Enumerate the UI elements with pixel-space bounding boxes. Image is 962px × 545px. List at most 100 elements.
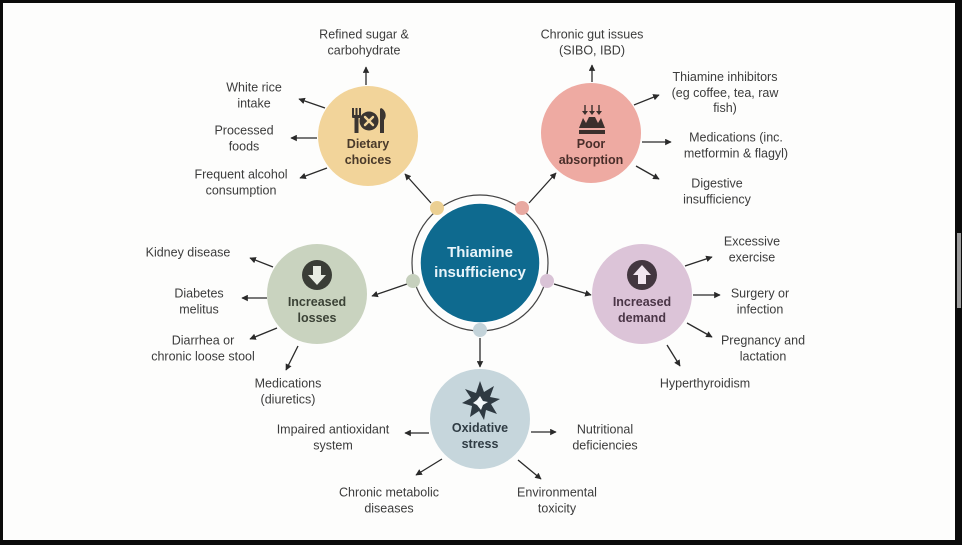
cause-diabetes: Diabetes melitus — [174, 287, 223, 318]
cause-line: Excessive — [723, 234, 781, 249]
arrow-environmental — [517, 459, 542, 480]
arrow-metabolic — [415, 458, 443, 476]
cause-line: Processed — [214, 123, 274, 138]
cause-line: Chronic metabolic — [338, 485, 440, 500]
node-circle-oxidative — [430, 369, 530, 469]
arrow-digestive — [635, 165, 660, 180]
arrow-hyperthyroidism — [666, 344, 681, 367]
starburst-icon — [462, 381, 500, 420]
cause-gut-issues: Chronic gut issues (SIBO, IBD) — [541, 28, 644, 59]
cause-digestive: Digestive insufficiency — [683, 177, 751, 208]
scrollbar[interactable] — [957, 233, 961, 308]
cause-line: deficiencies — [572, 438, 638, 452]
cause-environmental: Environmental toxicity — [517, 486, 597, 517]
node-title-line2: stress — [461, 436, 499, 451]
node-circle-demand — [592, 244, 692, 344]
cause-line: Kidney disease — [145, 245, 231, 260]
node-title-dietary: Dietary choices — [345, 137, 392, 168]
cause-line: Chronic gut issues — [540, 27, 644, 42]
node-title-line1: Dietary — [346, 137, 390, 151]
cause-line: exercise — [728, 250, 776, 264]
node-circle-losses — [267, 244, 367, 344]
cause-pregnancy: Pregnancy and lactation — [721, 334, 805, 365]
cause-diarrhea: Diarrhea or chronic loose stool — [151, 334, 255, 365]
node-title-line1: Oxidative — [451, 421, 509, 435]
cause-antioxidant: Impaired antioxidant system — [277, 423, 390, 454]
cause-line: (diuretics) — [260, 392, 316, 406]
arrow-diarrhea — [249, 327, 278, 340]
cause-line: Thiamine inhibitors — [672, 69, 778, 84]
cause-line: chronic loose stool — [151, 349, 255, 363]
plate-cutlery-icon — [352, 108, 386, 133]
cause-line: Digestive — [691, 176, 743, 191]
center-title-line2: insufficiency — [434, 264, 526, 281]
cause-line: system — [313, 438, 353, 452]
cause-nutritional: Nutritional deficiencies — [572, 423, 637, 454]
arrow-down-icon — [302, 260, 332, 290]
node-title-losses: Increased losses — [288, 295, 346, 326]
cause-exercise: Excessive exercise — [724, 235, 780, 266]
center-connectors — [371, 172, 592, 368]
cause-line: consumption — [205, 183, 277, 197]
node-title-line2: choices — [344, 152, 392, 167]
arrow-inhibitors — [633, 94, 660, 106]
node-title-demand: Increased demand — [613, 295, 671, 326]
node-title-line2: absorption — [558, 152, 624, 167]
cause-line: lactation — [739, 349, 787, 363]
cause-white-rice: White rice intake — [226, 81, 282, 112]
node-title-line2: losses — [297, 310, 337, 325]
cause-line: Nutritional — [576, 422, 634, 437]
cause-refined-sugar: Refined sugar & carbohydrate — [319, 28, 409, 59]
cause-medications-absorption: Medications (inc. metformin & flagyl) — [684, 131, 788, 162]
cause-line: Pregnancy and — [720, 333, 806, 348]
ring-dot-demand — [540, 274, 554, 288]
ring-dot-oxidative — [473, 323, 487, 337]
node-title-absorption: Poor absorption — [559, 137, 624, 168]
arrow-medications-loss — [285, 345, 299, 371]
thiamine-diagram — [241, 64, 721, 480]
connector-dietary — [404, 173, 432, 204]
cause-arrows — [241, 64, 721, 480]
cause-metabolic: Chronic metabolic diseases — [339, 486, 439, 517]
connector-demand — [553, 283, 592, 297]
arrow-kidney — [249, 257, 274, 268]
cause-line: metformin & flagyl) — [683, 146, 789, 160]
cause-line: Medications — [254, 376, 322, 391]
cause-line: insufficiency — [683, 192, 751, 206]
cause-line: foods — [228, 139, 260, 153]
cause-line: Refined sugar & — [319, 27, 409, 42]
arrow-white-rice — [298, 97, 326, 109]
cause-line: Impaired antioxidant — [276, 422, 390, 437]
cause-line: melitus — [179, 302, 219, 316]
cause-line: toxicity — [537, 501, 577, 515]
cause-line: (eg coffee, tea, raw — [671, 85, 779, 100]
cause-alcohol: Frequent alcohol consumption — [194, 168, 287, 199]
center-title-line1: Thiamine — [447, 244, 513, 261]
ring-dot-losses — [406, 274, 420, 288]
node-title-line1: Increased — [612, 295, 672, 309]
node-title-line2: demand — [618, 310, 666, 325]
arrow-exercise — [684, 255, 713, 267]
connector-absorption — [528, 172, 557, 204]
arrow-pregnancy — [686, 322, 713, 338]
absorption-icon — [579, 105, 605, 134]
node-title-line1: Increased — [287, 295, 347, 309]
node-circle-dietary — [318, 86, 418, 186]
arrow-up-icon — [627, 260, 657, 290]
ring-dot-dietary — [430, 201, 444, 215]
node-title-line1: Poor — [576, 137, 606, 151]
connector-losses — [371, 283, 408, 298]
cause-line: infection — [736, 302, 784, 316]
cause-inhibitors: Thiamine inhibitors (eg coffee, tea, raw… — [672, 70, 779, 117]
ring-dot-absorption — [515, 201, 529, 215]
cause-processed-foods: Processed foods — [214, 124, 273, 155]
cause-line: fish) — [713, 100, 737, 115]
cause-line: Environmental — [517, 485, 597, 500]
cause-medications-losses: Medications (diuretics) — [255, 377, 322, 408]
cause-line: intake — [237, 96, 271, 110]
cause-line: Frequent alcohol — [194, 167, 288, 182]
cause-line: diseases — [364, 501, 414, 515]
node-title-oxidative: Oxidative stress — [452, 421, 508, 452]
cause-line: Diarrhea or — [171, 333, 235, 348]
arrow-alcohol — [299, 167, 328, 180]
